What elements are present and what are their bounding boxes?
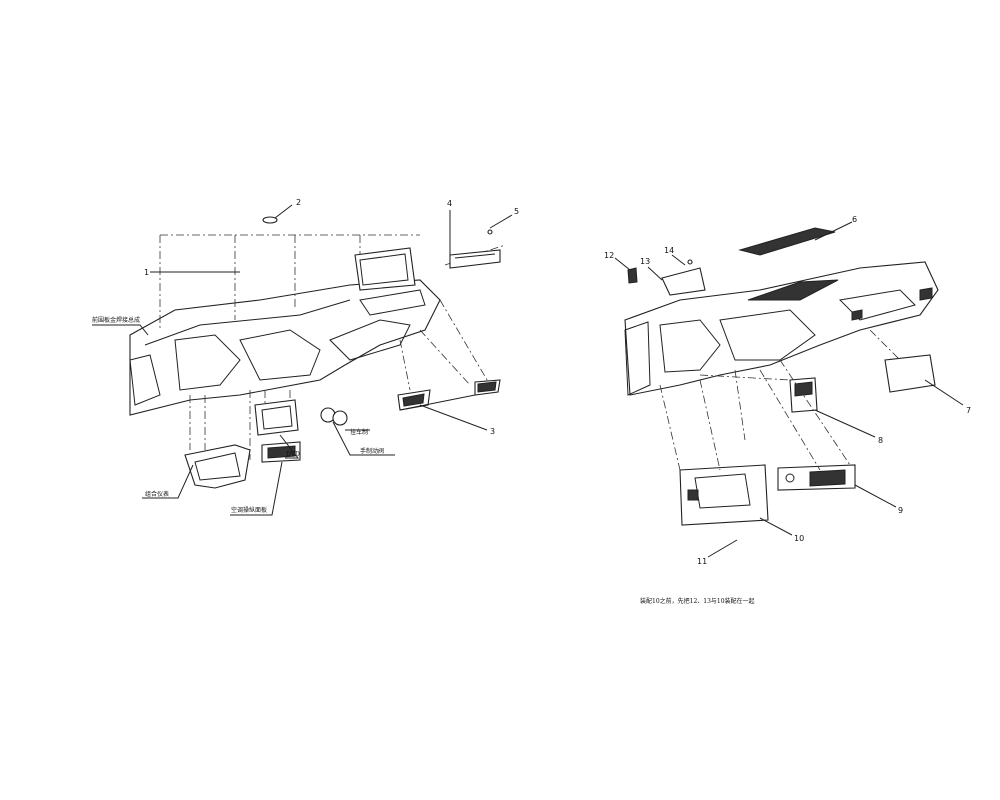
callout-4: 4 [447, 199, 452, 208]
callout-8: 8 [878, 436, 883, 445]
callout-3: 3 [490, 427, 495, 436]
label-trailer-brake: 挂车制 [350, 428, 368, 436]
callout-7: 7 [966, 406, 971, 415]
callout-1: 1 [144, 268, 149, 277]
right-callout-numbers: 6 7 8 9 10 11 12 13 14 [604, 215, 971, 566]
callout-9: 9 [898, 506, 903, 515]
label-front-panel: 前围板金焊接总成 [92, 316, 140, 324]
callout-12: 12 [604, 251, 614, 260]
label-cluster: 组合仪表 [145, 490, 169, 498]
left-dashboard-assembly [92, 204, 513, 516]
label-ac-panel: 空调操纵面板 [231, 506, 267, 514]
label-hand-brake-valve: 手制动阀 [360, 447, 384, 455]
callout-13: 13 [640, 257, 650, 266]
callout-10: 10 [794, 534, 804, 543]
callout-5: 5 [514, 207, 519, 216]
callout-6: 6 [852, 215, 857, 224]
left-part-labels: 前围板金焊接总成 组合仪表 空调操纵面板 DVD 挂车制 手制动阀 [92, 316, 384, 514]
callout-11: 11 [697, 557, 707, 566]
right-dashboard-assembly [614, 221, 964, 558]
left-callout-numbers: 1 2 3 4 5 [144, 198, 519, 436]
callout-2: 2 [296, 198, 301, 207]
assembly-note: 装配10之前，先把12、13与10装配在一起 [640, 597, 755, 605]
label-dvd: DVD [286, 451, 300, 458]
callout-14: 14 [664, 246, 674, 255]
